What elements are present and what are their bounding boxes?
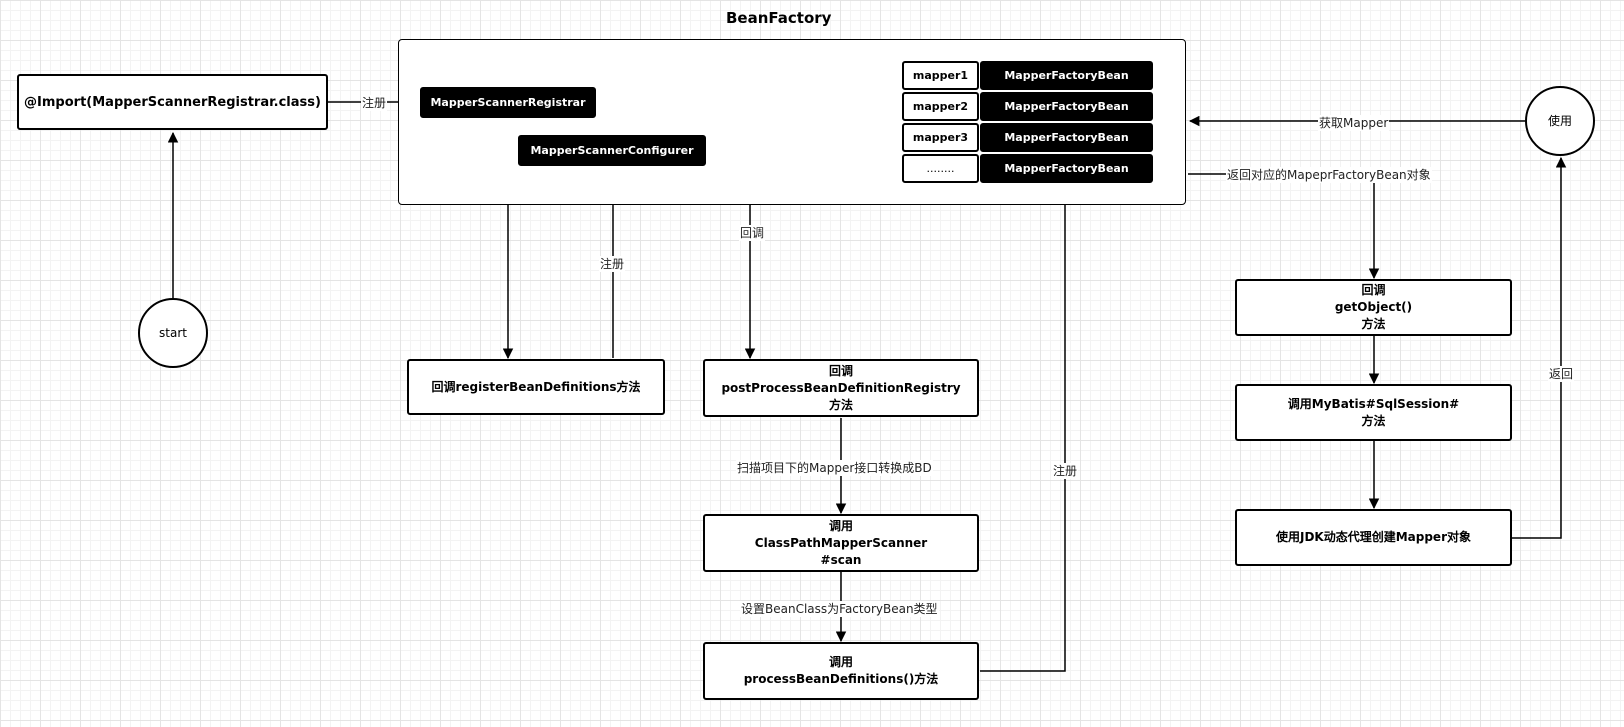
edge-beanfactory-to-getobject: [1188, 173, 1380, 280]
mapper-factory-bean-cell: MapperFactoryBean: [980, 154, 1153, 183]
mapper-name-cell: mapper1: [902, 61, 979, 90]
mapper-name-cell: mapper3: [902, 123, 979, 152]
register-label: 注册: [599, 256, 626, 272]
edge-processbd-to-factorybean: [980, 183, 1071, 672]
mapper-name-cell: mapper2: [902, 92, 979, 121]
jdk-proxy-box: 使用JDK动态代理创建Mapper对象: [1235, 509, 1512, 566]
register-bean-definitions-box: 回调registerBeanDefinitions方法: [407, 359, 665, 415]
edge-jdkproxy-to-use: [1512, 156, 1567, 539]
return-bean-label: 返回对应的MapeprFactoryBean对象: [1226, 167, 1432, 183]
callback-label: 回调: [739, 225, 766, 241]
mapper-name-cell: ........: [902, 154, 979, 183]
classpath-mapper-scanner-box: 调用 ClassPathMapperScanner #scan: [703, 514, 979, 572]
register-label: 注册: [361, 95, 388, 111]
beanfactory-title: BeanFactory: [726, 9, 832, 27]
use-node: 使用: [1525, 86, 1595, 156]
post-process-registry-box: 回调 postProcessBeanDefinitionRegistry 方法: [703, 359, 979, 417]
mapper-factory-bean-cell: MapperFactoryBean: [980, 123, 1153, 152]
set-beanclass-label: 设置BeanClass为FactoryBean类型: [740, 601, 939, 617]
mapper-factory-bean-cell: MapperFactoryBean: [980, 92, 1153, 121]
mapper-factory-bean-cell: MapperFactoryBean: [980, 61, 1153, 90]
mapper-scanner-registrar-box: MapperScannerRegistrar: [420, 87, 596, 118]
get-object-box: 回调 getObject() 方法: [1235, 279, 1512, 336]
sqlsession-box: 调用MyBatis#SqlSession# 方法: [1235, 384, 1512, 441]
return-label: 返回: [1548, 366, 1575, 382]
get-mapper-label: 获取Mapper: [1318, 115, 1390, 131]
mapper-scanner-configurer-box: MapperScannerConfigurer: [518, 135, 706, 166]
scan-label: 扫描项目下的Mapper接口转换成BD: [736, 460, 933, 476]
process-bean-definitions-box: 调用 processBeanDefinitions()方法: [703, 642, 979, 700]
register-label: 注册: [1052, 463, 1079, 479]
import-annotation-box: @Import(MapperScannerRegistrar.class): [17, 74, 328, 130]
start-node: start: [138, 298, 208, 368]
